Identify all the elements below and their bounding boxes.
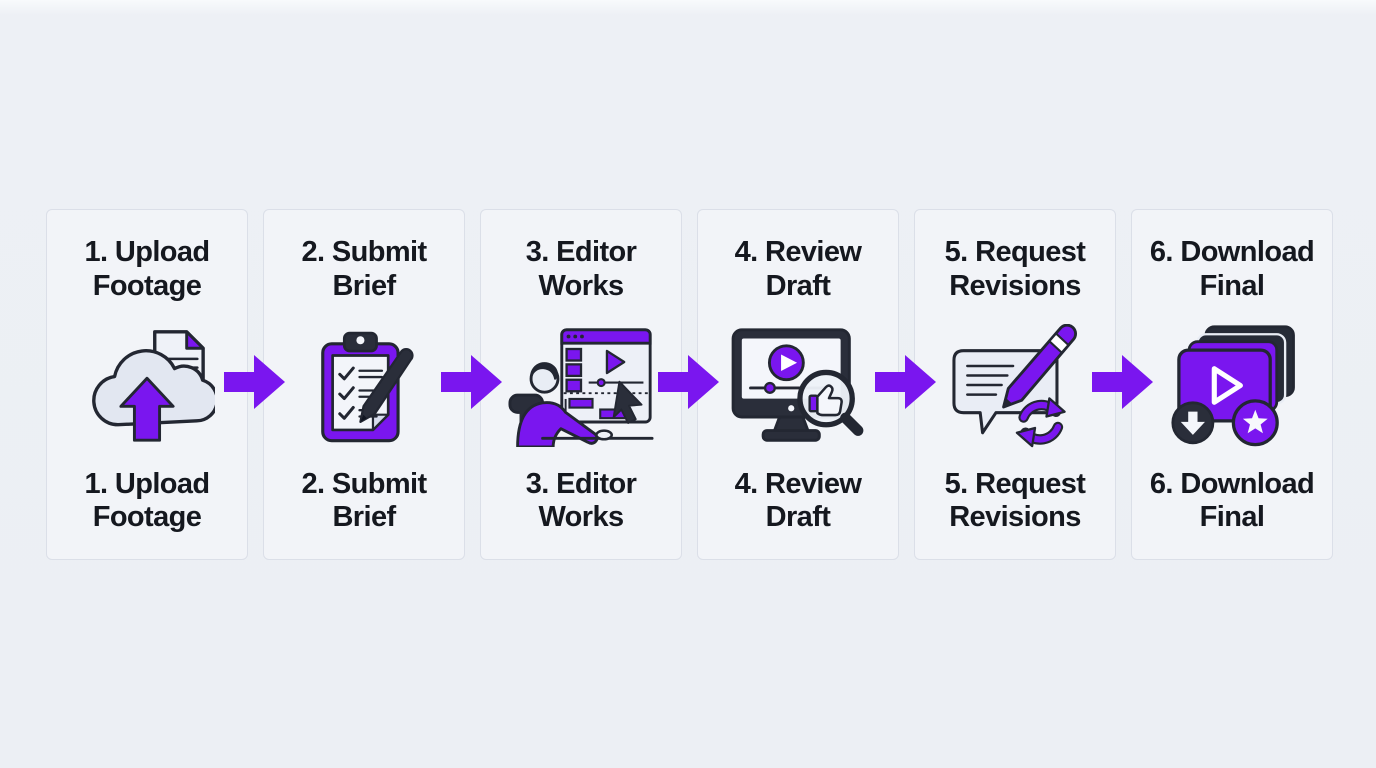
steps-row: 1. Upload Footage 1.	[46, 209, 1333, 560]
step-title-bottom: 4. Review Draft	[734, 467, 862, 534]
step-title-top: 4. Review Draft	[734, 236, 862, 302]
step-card-upload-footage: 1. Upload Footage 1.	[46, 209, 248, 560]
step-title-bottom: 6. Download Final	[1149, 467, 1315, 534]
revision-chat-icon	[948, 320, 1082, 452]
step-card-download-final: 6. Download Final 6. Download F	[1131, 209, 1333, 560]
step-title-top: 6. Download Final	[1149, 236, 1315, 302]
monitor-review-icon	[730, 320, 866, 452]
step-card-review-draft: 4. Review Draft	[697, 209, 899, 560]
flow-arrow-icon	[224, 354, 286, 410]
step-title-top: 2. Submit Brief	[301, 236, 427, 302]
step-title-top: 5. Request Revisions	[944, 236, 1086, 302]
step-title-bottom: 1. Upload Footage	[84, 467, 210, 534]
editor-workstation-icon	[508, 320, 654, 452]
flow-arrow-icon	[875, 354, 937, 410]
step-card-request-revisions: 5. Request Revisions	[914, 209, 1116, 560]
step-title-bottom: 5. Request Revisions	[944, 467, 1086, 534]
step-card-editor-works: 3. Editor Works	[480, 209, 682, 560]
step-title-top: 1. Upload Footage	[84, 236, 210, 302]
step-title-bottom: 3. Editor Works	[525, 467, 637, 534]
flow-arrow-icon	[1092, 354, 1154, 410]
cloud-upload-icon	[79, 320, 215, 452]
clipboard-brief-icon	[312, 320, 416, 452]
step-title-bottom: 2. Submit Brief	[301, 467, 427, 534]
flow-arrow-icon	[658, 354, 720, 410]
download-stack-icon	[1162, 320, 1302, 452]
flow-arrow-icon	[441, 354, 503, 410]
step-title-top: 3. Editor Works	[525, 236, 637, 302]
step-card-submit-brief: 2. Submit Brief	[263, 209, 465, 560]
